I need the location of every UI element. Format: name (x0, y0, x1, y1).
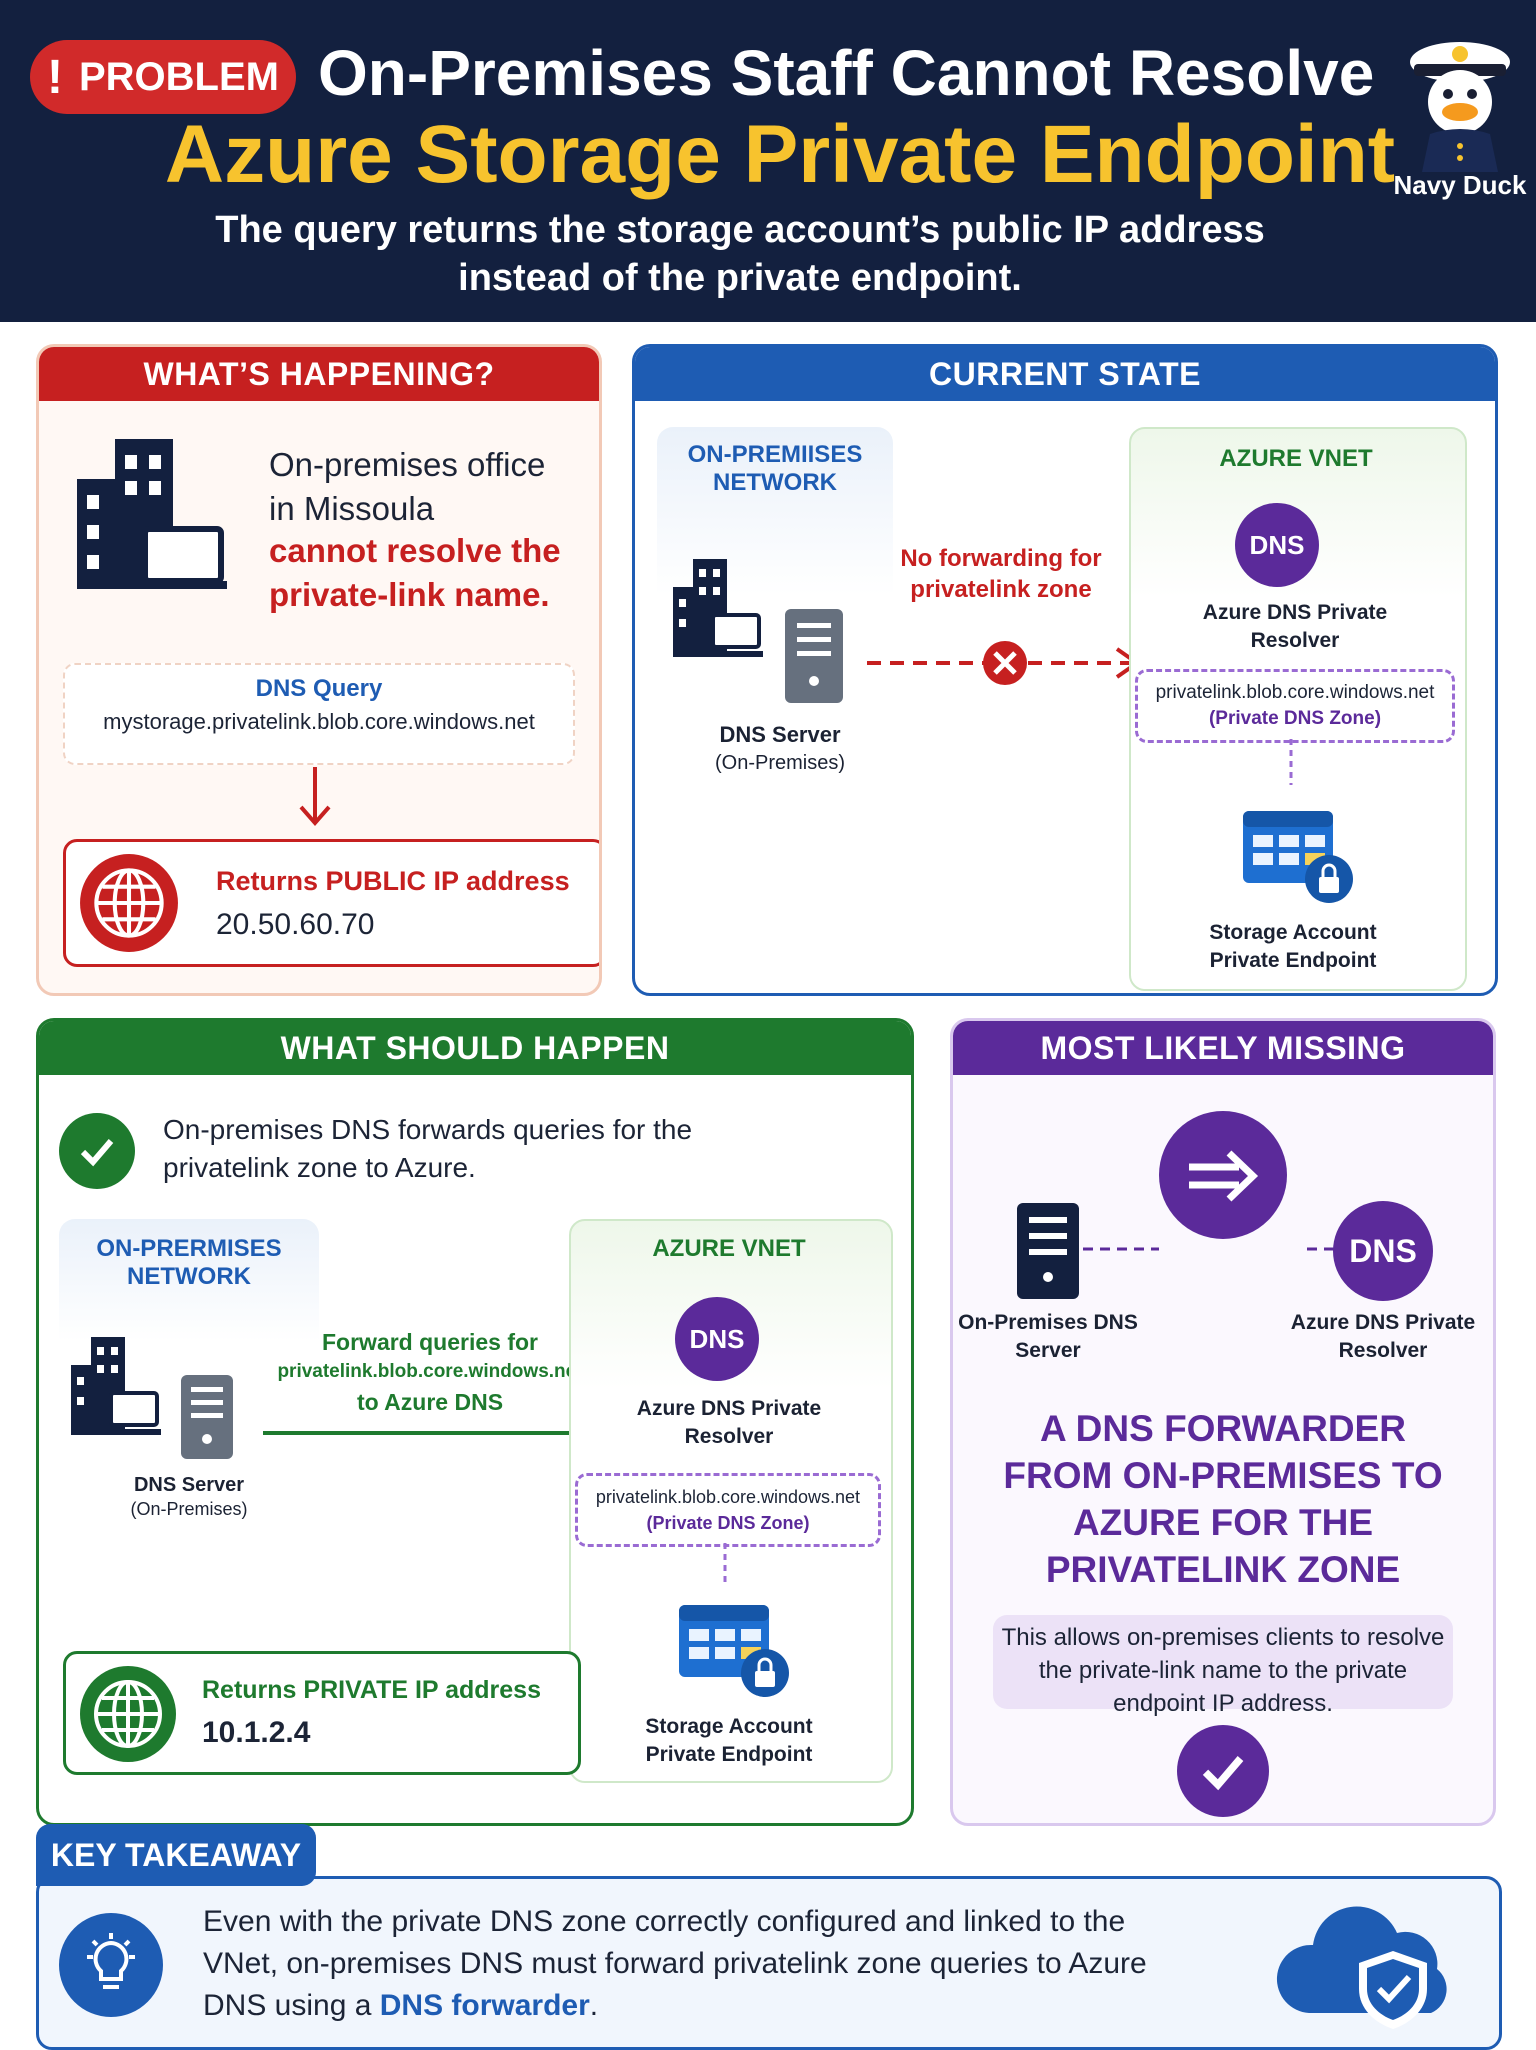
what-should-happen-panel: WHAT SHOULD HAPPEN On-premises DNS forwa… (36, 1018, 914, 1826)
office-building-icon (71, 1337, 161, 1435)
globe-icon (80, 854, 178, 952)
forward-rule-label: Forward queries for privatelink.blob.cor… (265, 1327, 595, 1417)
private-ip-value: 10.1.2.4 (202, 1716, 311, 1749)
dns-resolver-icon: DNS (1333, 1201, 1433, 1301)
dns-server-label: DNS Server (133, 1474, 245, 1496)
takeaway-text-main: Even with the private DNS zone correctly… (203, 1905, 1147, 2022)
dns-server-icon (785, 609, 843, 703)
mascot-label: Navy Duck (1393, 170, 1527, 200)
key-takeaway-title: KEY TAKEAWAY (36, 1824, 316, 1886)
azure-vnet-label: AZURE VNET (1219, 445, 1373, 472)
page-title-line1: On-Premises Staff Cannot Resolve (318, 37, 1375, 109)
zone-link-line (723, 1543, 727, 1583)
takeaway-text-end: . (589, 1989, 599, 2022)
forward-line2: privatelink.blob.core.windows.net (277, 1361, 583, 1382)
current-state-panel: CURRENT STATE ON-PREMIISES NETWORK DNS S… (632, 344, 1498, 996)
forward-line1: Forward queries for (322, 1329, 538, 1355)
arrow-down-icon (299, 767, 331, 827)
dns-query-value: mystorage.privatelink.blob.core.windows.… (103, 709, 535, 734)
alert-icon: ! (47, 50, 63, 104)
dns-badge-text: DNS (689, 1323, 745, 1354)
resolver-label: Azure DNS Private Resolver (636, 1397, 822, 1448)
zone-type: (Private DNS Zone) (1208, 708, 1382, 729)
current-state-title: CURRENT STATE (635, 347, 1495, 401)
navy-duck-mascot-icon (1410, 42, 1510, 172)
forward-arrow (263, 1417, 611, 1449)
office-building-icon (77, 439, 227, 589)
key-takeaway-panel: Even with the private DNS zone correctly… (36, 1876, 1502, 2050)
forward-line3: to Azure DNS (356, 1389, 504, 1415)
onprem-network-zone (657, 427, 893, 987)
office-building-icon (673, 559, 763, 657)
takeaway-highlight: DNS forwarder (379, 1989, 590, 2022)
missing-headline: A DNS FORWARDER FROM ON-PREMISES TO AZUR… (1003, 1408, 1443, 1590)
dns-query-box: DNS Query mystorage.privatelink.blob.cor… (63, 663, 575, 765)
private-ip-label: Returns PRIVATE IP address (202, 1676, 541, 1704)
whats-happening-panel: WHAT’S HAPPENING? On-premises office in … (36, 344, 602, 996)
private-dns-zone-box: privatelink.blob.core.windows.net (Priva… (575, 1473, 881, 1547)
azure-vnet-label: AZURE VNET (652, 1235, 806, 1262)
resolver-label: Azure DNS Private Resolver (1202, 601, 1388, 652)
problem-text: cannot resolve the private-link name. (269, 532, 561, 613)
public-ip-label: Returns PUBLIC IP address (216, 866, 570, 896)
dns-resolver-icon: DNS (1235, 503, 1319, 587)
most-likely-missing-title: MOST LIKELY MISSING (953, 1021, 1493, 1075)
public-ip-value: 20.50.60.70 (216, 908, 375, 941)
storage-label: Storage Account Private Endpoint (645, 1715, 813, 1766)
takeaway-text: Even with the private DNS zone correctly… (203, 1901, 1183, 2027)
page-subtitle: The query returns the storage account’s … (215, 209, 1265, 299)
office-text: On-premises office in Missoula (269, 446, 546, 527)
onprem-dns-server-icon (1017, 1203, 1079, 1299)
public-ip-result: Returns PUBLIC IP address 20.50.60.70 (63, 839, 599, 967)
cloud-shield-icon (1276, 1906, 1447, 2029)
onprem-network-label: ON-PREMIISES NETWORK (687, 441, 863, 496)
problem-badge: ! PROBLEM (30, 40, 296, 114)
what-should-happen-title: WHAT SHOULD HAPPEN (39, 1021, 911, 1075)
page-title-line2: Azure Storage Private Endpoint (164, 109, 1396, 200)
check-circle-icon (59, 1113, 135, 1189)
no-forwarding-label: No forwarding for privatelink zone (900, 545, 1102, 603)
dns-resolver-icon: DNS (675, 1297, 759, 1381)
storage-lock-icon (1243, 811, 1353, 903)
zone-link-line (1289, 739, 1293, 785)
blocked-forward-arrow (867, 641, 1141, 685)
dns-server-label: DNS Server (719, 722, 841, 747)
check-circle-icon (1177, 1725, 1269, 1817)
lightbulb-icon (59, 1913, 163, 2017)
globe-icon (80, 1666, 176, 1762)
forward-intro: On-premises DNS forwards queries for the… (163, 1114, 693, 1183)
dns-server-sub: (On-Premises) (714, 752, 845, 774)
dns-server-icon (181, 1375, 233, 1459)
storage-label: Storage Account Private Endpoint (1209, 921, 1377, 972)
private-ip-result: Returns PRIVATE IP address 10.1.2.4 (63, 1651, 581, 1775)
problem-badge-label: PROBLEM (78, 54, 279, 99)
resolver-label: Azure DNS Private Resolver (1290, 1311, 1476, 1362)
zone-type: (Private DNS Zone) (646, 1513, 810, 1533)
forward-arrows-icon (1159, 1111, 1287, 1239)
dns-badge-text: DNS (1249, 529, 1305, 560)
onprem-network-label: ON-PRERMISES NETWORK (96, 1235, 282, 1290)
onprem-dns-label: On-Premises DNS Server (958, 1311, 1138, 1362)
missing-explanation: This allows on-premises clients to resol… (993, 1615, 1453, 1717)
dns-query-label: DNS Query (255, 675, 383, 702)
private-dns-zone-box: privatelink.blob.core.windows.net (Priva… (1135, 669, 1455, 743)
zone-name: privatelink.blob.core.windows.net (595, 1487, 861, 1507)
zone-name: privatelink.blob.core.windows.net (1155, 682, 1435, 703)
whats-happening-title: WHAT’S HAPPENING? (39, 347, 599, 401)
storage-lock-icon (679, 1605, 789, 1697)
most-likely-missing-panel: MOST LIKELY MISSING DNS On-Premises DNS … (950, 1018, 1496, 1826)
dns-badge-text: DNS (1349, 1232, 1417, 1269)
dns-server-sub: (On-Premises) (130, 1499, 248, 1519)
